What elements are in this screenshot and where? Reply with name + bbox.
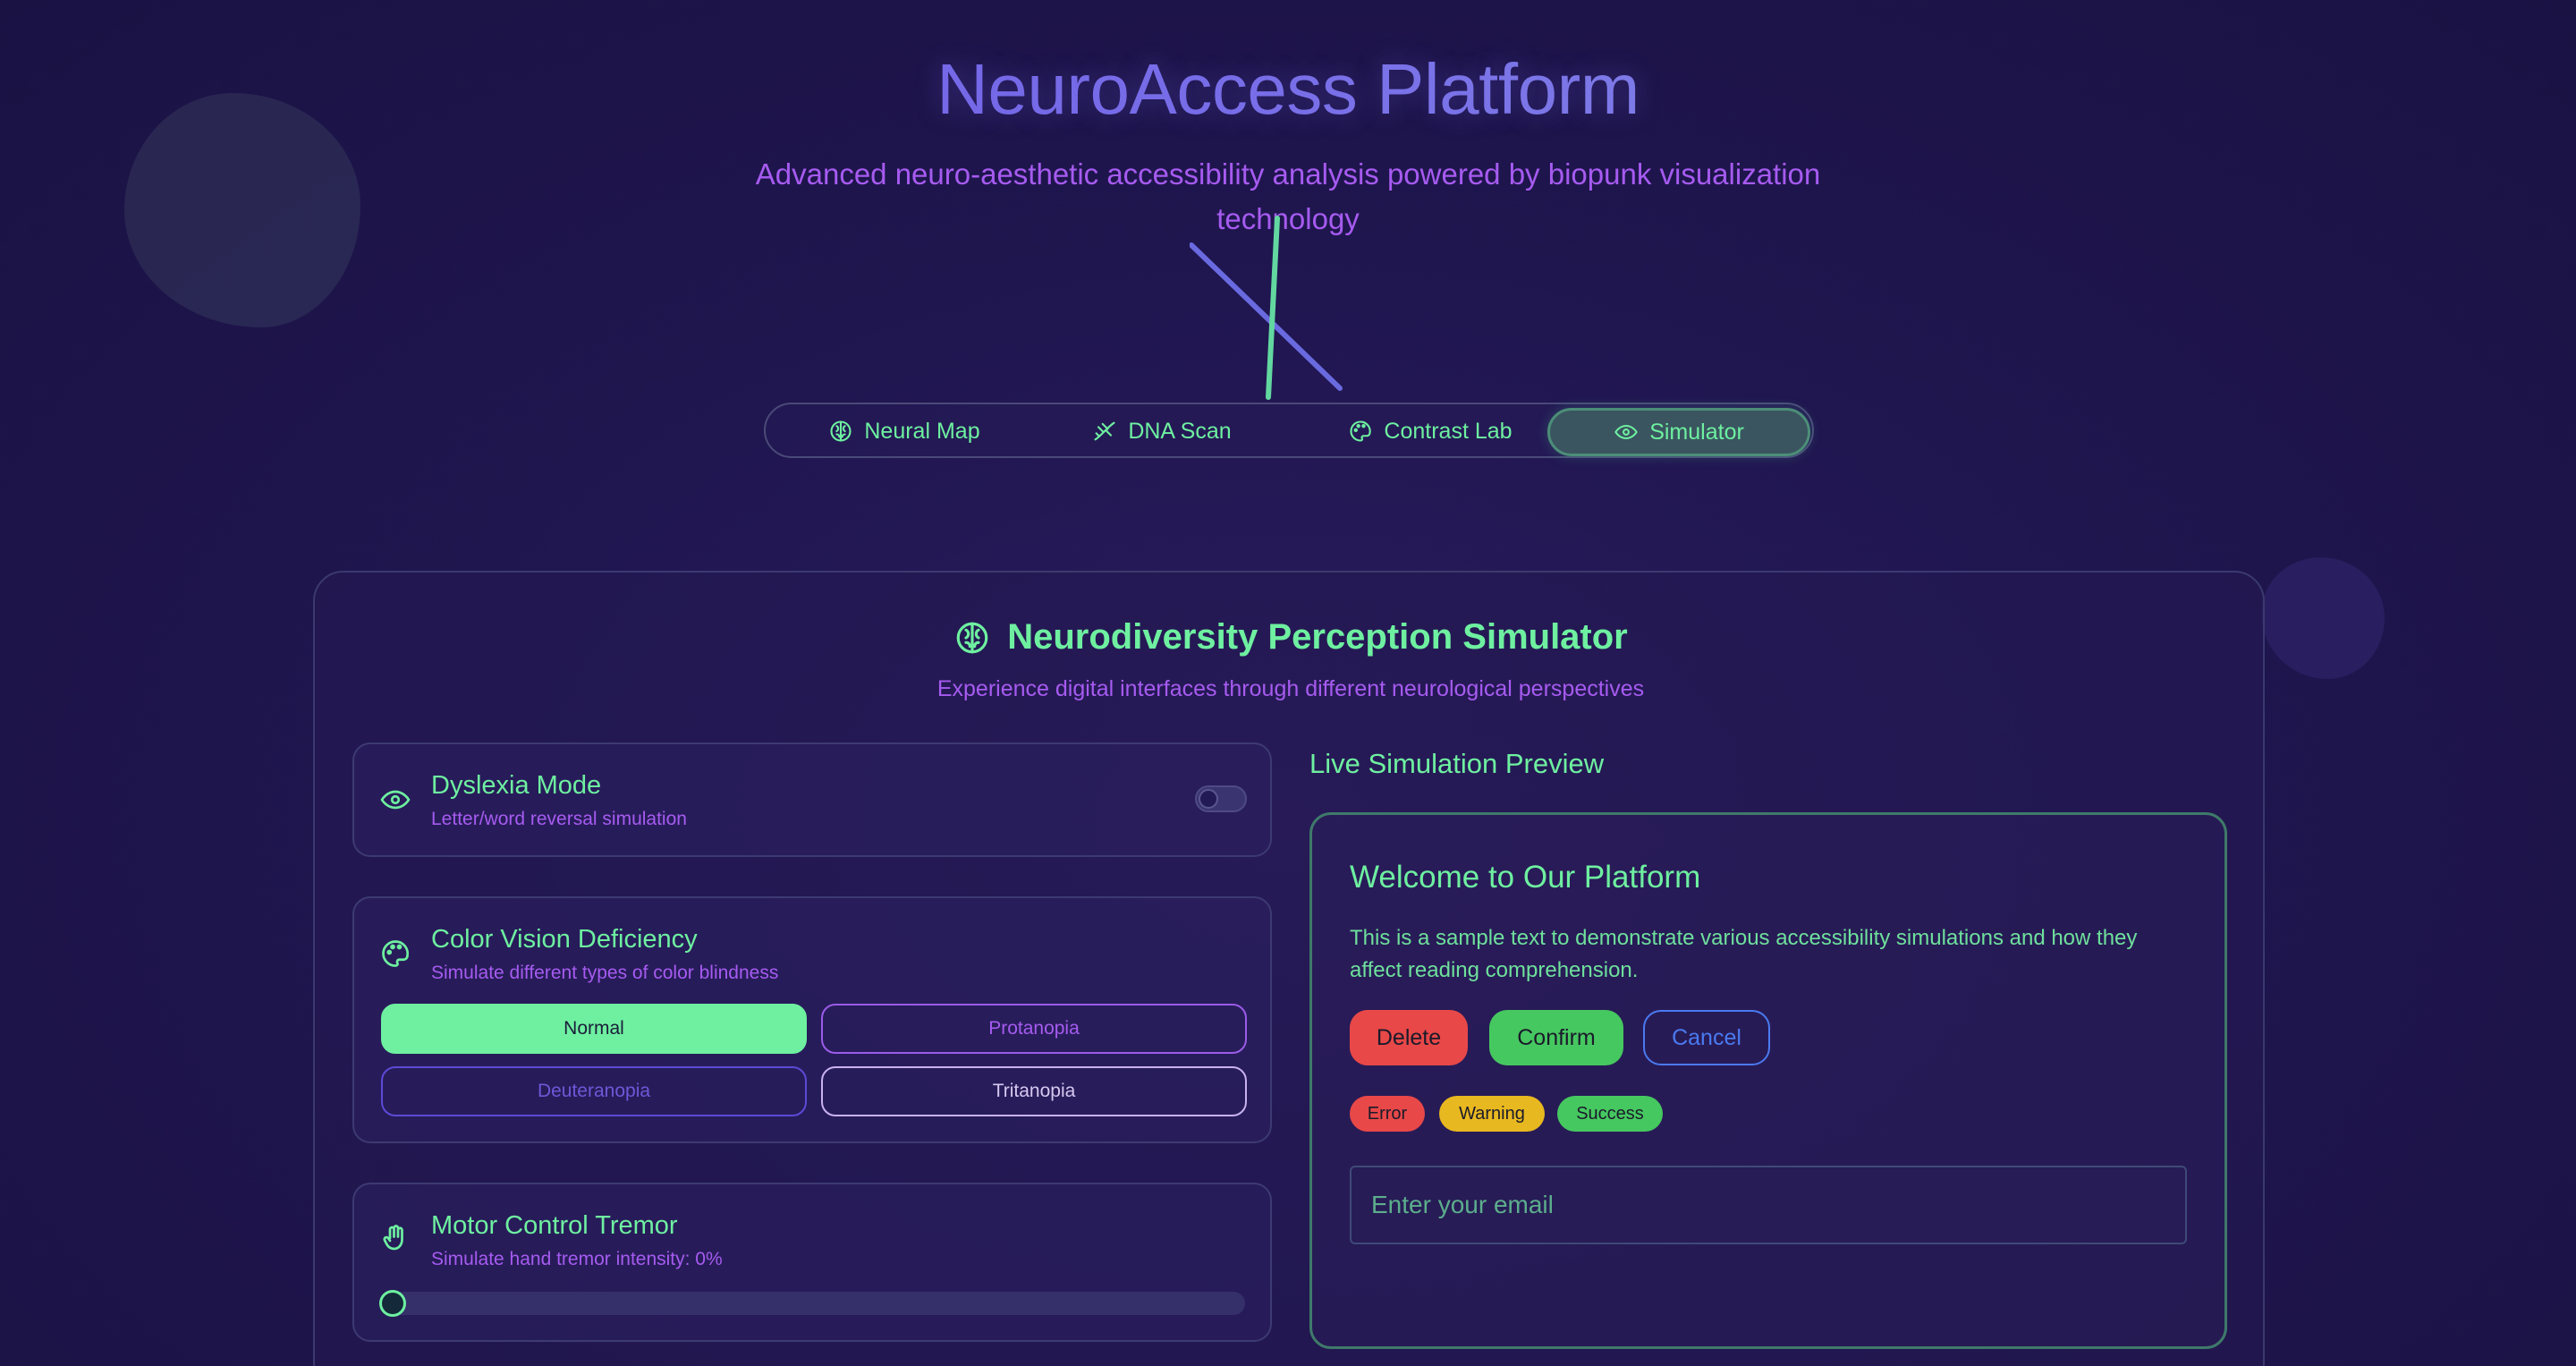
decorative-blob-right bbox=[2261, 557, 2385, 679]
tremor-slider-handle[interactable] bbox=[379, 1290, 406, 1317]
brain-icon bbox=[830, 420, 852, 442]
dyslexia-subtitle: Letter/word reversal simulation bbox=[431, 809, 687, 829]
preview-title: Welcome to Our Platform bbox=[1350, 860, 1701, 895]
dyslexia-toggle[interactable] bbox=[1195, 785, 1247, 812]
tab-simulator[interactable]: Simulator bbox=[1547, 408, 1810, 456]
palette-icon bbox=[1350, 420, 1372, 442]
tremor-card: Motor Control Tremor Simulate hand tremo… bbox=[352, 1183, 1272, 1342]
preview-label: Live Simulation Preview bbox=[1309, 748, 1605, 779]
eye-icon bbox=[1614, 424, 1638, 440]
dna-strand-decoration bbox=[1190, 216, 1343, 400]
simulator-panel: Neurodiversity Perception Simulator Expe… bbox=[313, 571, 2265, 1366]
palette-icon bbox=[382, 940, 410, 967]
tab-dna-scan[interactable]: DNA Scan bbox=[1079, 410, 1245, 453]
decorative-blob-left bbox=[124, 93, 360, 327]
color-vision-card: Color Vision Deficiency Simulate differe… bbox=[352, 896, 1272, 1143]
simulator-title-text: Neurodiversity Perception Simulator bbox=[1007, 617, 1628, 657]
color-vision-title: Color Vision Deficiency bbox=[431, 925, 698, 954]
email-input[interactable] bbox=[1350, 1166, 2187, 1244]
tremor-subtitle: Simulate hand tremor intensity: 0% bbox=[431, 1249, 723, 1269]
preview-box: Welcome to Our Platform This is a sample… bbox=[1309, 812, 2227, 1349]
success-badge: Success bbox=[1557, 1096, 1663, 1132]
cvd-normal-button[interactable]: Normal bbox=[381, 1004, 807, 1054]
error-badge: Error bbox=[1350, 1096, 1425, 1132]
eye-icon bbox=[380, 790, 411, 810]
main-nav: Neural Map DNA Scan Contrast Lab Simulat… bbox=[764, 403, 1814, 458]
toggle-knob bbox=[1199, 789, 1218, 809]
tab-simulator-label: Simulator bbox=[1649, 419, 1744, 445]
tab-contrast-lab[interactable]: Contrast Lab bbox=[1329, 410, 1531, 453]
tab-neural-map[interactable]: Neural Map bbox=[812, 410, 996, 453]
dna-icon bbox=[1094, 421, 1115, 441]
tab-contrast-lab-label: Contrast Lab bbox=[1384, 418, 1513, 444]
tab-neural-map-label: Neural Map bbox=[864, 418, 980, 444]
cancel-button[interactable]: Cancel bbox=[1643, 1010, 1770, 1065]
preview-text: This is a sample text to demonstrate var… bbox=[1350, 926, 2138, 982]
tab-dna-scan-label: DNA Scan bbox=[1128, 418, 1232, 444]
hand-icon bbox=[383, 1225, 403, 1251]
delete-button[interactable]: Delete bbox=[1350, 1010, 1468, 1065]
simulator-title: Neurodiversity Perception Simulator bbox=[315, 617, 2267, 658]
brain-icon bbox=[956, 622, 988, 653]
dyslexia-card: Dyslexia Mode Letter/word reversal simul… bbox=[352, 742, 1272, 857]
color-vision-subtitle: Simulate different types of color blindn… bbox=[431, 963, 779, 983]
page-subtitle: Advanced neuro-aesthetic accessibility a… bbox=[755, 157, 1821, 235]
simulator-subtitle: Experience digital interfaces through di… bbox=[936, 676, 1645, 701]
cvd-deuteranopia-button[interactable]: Deuteranopia bbox=[381, 1066, 807, 1116]
dyslexia-title: Dyslexia Mode bbox=[431, 771, 602, 800]
warning-badge: Warning bbox=[1439, 1096, 1545, 1132]
tremor-slider[interactable] bbox=[379, 1290, 1245, 1317]
cvd-tritanopia-button[interactable]: Tritanopia bbox=[821, 1066, 1247, 1116]
cvd-protanopia-button[interactable]: Protanopia bbox=[821, 1004, 1247, 1054]
confirm-button[interactable]: Confirm bbox=[1489, 1010, 1623, 1065]
tremor-title: Motor Control Tremor bbox=[431, 1211, 678, 1240]
page-title: NeuroAccess Platform bbox=[0, 48, 2576, 131]
